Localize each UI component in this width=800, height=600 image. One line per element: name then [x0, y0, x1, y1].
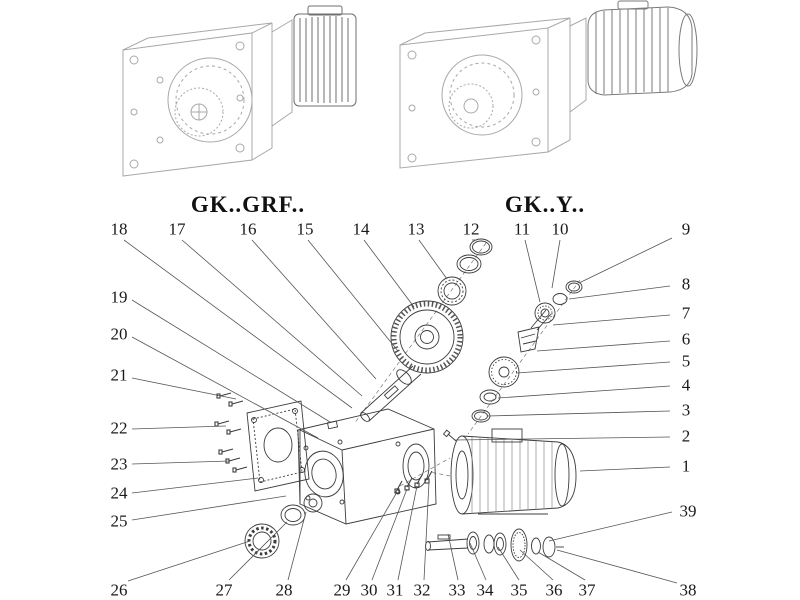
callout-7: 7 [679, 303, 693, 323]
leader-lines [123, 237, 678, 584]
leader-line-13 [418, 239, 448, 280]
pinion-group [471, 280, 583, 423]
leader-line-37 [537, 551, 586, 581]
callout-27: 27 [213, 580, 235, 600]
callout-1: 1 [679, 456, 693, 476]
leader-line-9 [578, 237, 673, 284]
callout-18: 18 [108, 219, 130, 239]
callout-20: 20 [108, 324, 130, 344]
leader-line-3 [487, 410, 671, 417]
leader-line-34 [469, 542, 487, 581]
assembled-view-gk-grf [122, 5, 357, 177]
flange-studs [394, 470, 433, 494]
callout-25: 25 [108, 511, 130, 531]
motor [450, 428, 577, 515]
leader-line-14 [363, 239, 415, 308]
upper-bearing-rings [437, 238, 493, 306]
leader-line-31 [397, 485, 418, 581]
leader-line-36 [519, 549, 554, 581]
callout-28: 28 [273, 580, 295, 600]
exploded-view [214, 238, 583, 562]
callout-8: 8 [679, 274, 693, 294]
leader-line-32 [423, 481, 430, 581]
callout-23: 23 [108, 454, 130, 474]
leader-line-16 [251, 239, 377, 380]
cover-bolts [214, 392, 248, 473]
leader-line-18 [123, 239, 353, 409]
leader-line-29 [345, 491, 398, 581]
leader-line-21 [131, 377, 237, 400]
callout-5: 5 [679, 351, 693, 371]
callout-11: 11 [511, 219, 533, 239]
output-assembly [425, 528, 564, 562]
leader-line-15 [307, 239, 399, 352]
callout-6: 6 [679, 329, 693, 349]
leader-line-11 [524, 239, 541, 303]
callout-35: 35 [508, 580, 530, 600]
leader-line-1 [579, 466, 671, 472]
callout-37: 37 [576, 580, 598, 600]
callout-26: 26 [108, 580, 130, 600]
callout-22: 22 [108, 418, 130, 438]
callout-3: 3 [679, 400, 693, 420]
main-gear-assembly [360, 300, 464, 422]
callout-24: 24 [108, 483, 130, 503]
leader-line-24 [131, 477, 259, 494]
leader-line-19 [131, 299, 331, 423]
callout-33: 33 [446, 580, 468, 600]
callout-36: 36 [543, 580, 565, 600]
leader-line-33 [447, 533, 459, 581]
leader-line-10 [551, 239, 561, 289]
assembly-axes [353, 242, 581, 487]
callout-12: 12 [460, 219, 482, 239]
callout-9: 9 [679, 219, 693, 239]
callout-15: 15 [294, 219, 316, 239]
callout-17: 17 [166, 219, 188, 239]
leader-line-25 [131, 495, 287, 521]
leader-line-20 [131, 336, 319, 439]
leader-line-22 [131, 425, 227, 430]
callout-2: 2 [679, 426, 693, 446]
leader-line-2 [454, 436, 671, 441]
housing [297, 408, 457, 525]
leader-line-30 [371, 488, 408, 581]
variant-label-gk-y: GK..Y.. [504, 192, 586, 217]
callout-31: 31 [384, 580, 406, 600]
callout-10: 10 [549, 219, 571, 239]
variant-label-gk-grf: GK..GRF.. [190, 192, 306, 217]
callout-13: 13 [405, 219, 427, 239]
callout-21: 21 [108, 365, 130, 385]
leader-line-38 [556, 549, 678, 584]
leader-line-28 [287, 511, 307, 581]
leader-line-35 [497, 546, 520, 581]
callout-30: 30 [358, 580, 380, 600]
leader-line-4 [497, 385, 671, 399]
callout-39: 39 [677, 501, 699, 521]
callout-32: 32 [411, 580, 433, 600]
leader-line-7 [552, 314, 671, 326]
assembled-view-gk-y [399, 0, 698, 169]
leader-line-27 [228, 521, 288, 581]
leader-line-23 [131, 460, 231, 465]
callout-34: 34 [474, 580, 496, 600]
leader-line-5 [516, 361, 671, 374]
callout-19: 19 [108, 287, 130, 307]
callout-4: 4 [679, 375, 693, 395]
leader-line-6 [536, 340, 671, 352]
callout-16: 16 [237, 219, 259, 239]
callout-38: 38 [677, 580, 699, 600]
leader-line-8 [568, 285, 671, 300]
leader-line-17 [181, 239, 363, 397]
leader-line-26 [127, 540, 251, 582]
cover-plate [246, 400, 310, 492]
callout-29: 29 [331, 580, 353, 600]
leader-line-39 [548, 511, 673, 542]
callout-14: 14 [350, 219, 372, 239]
